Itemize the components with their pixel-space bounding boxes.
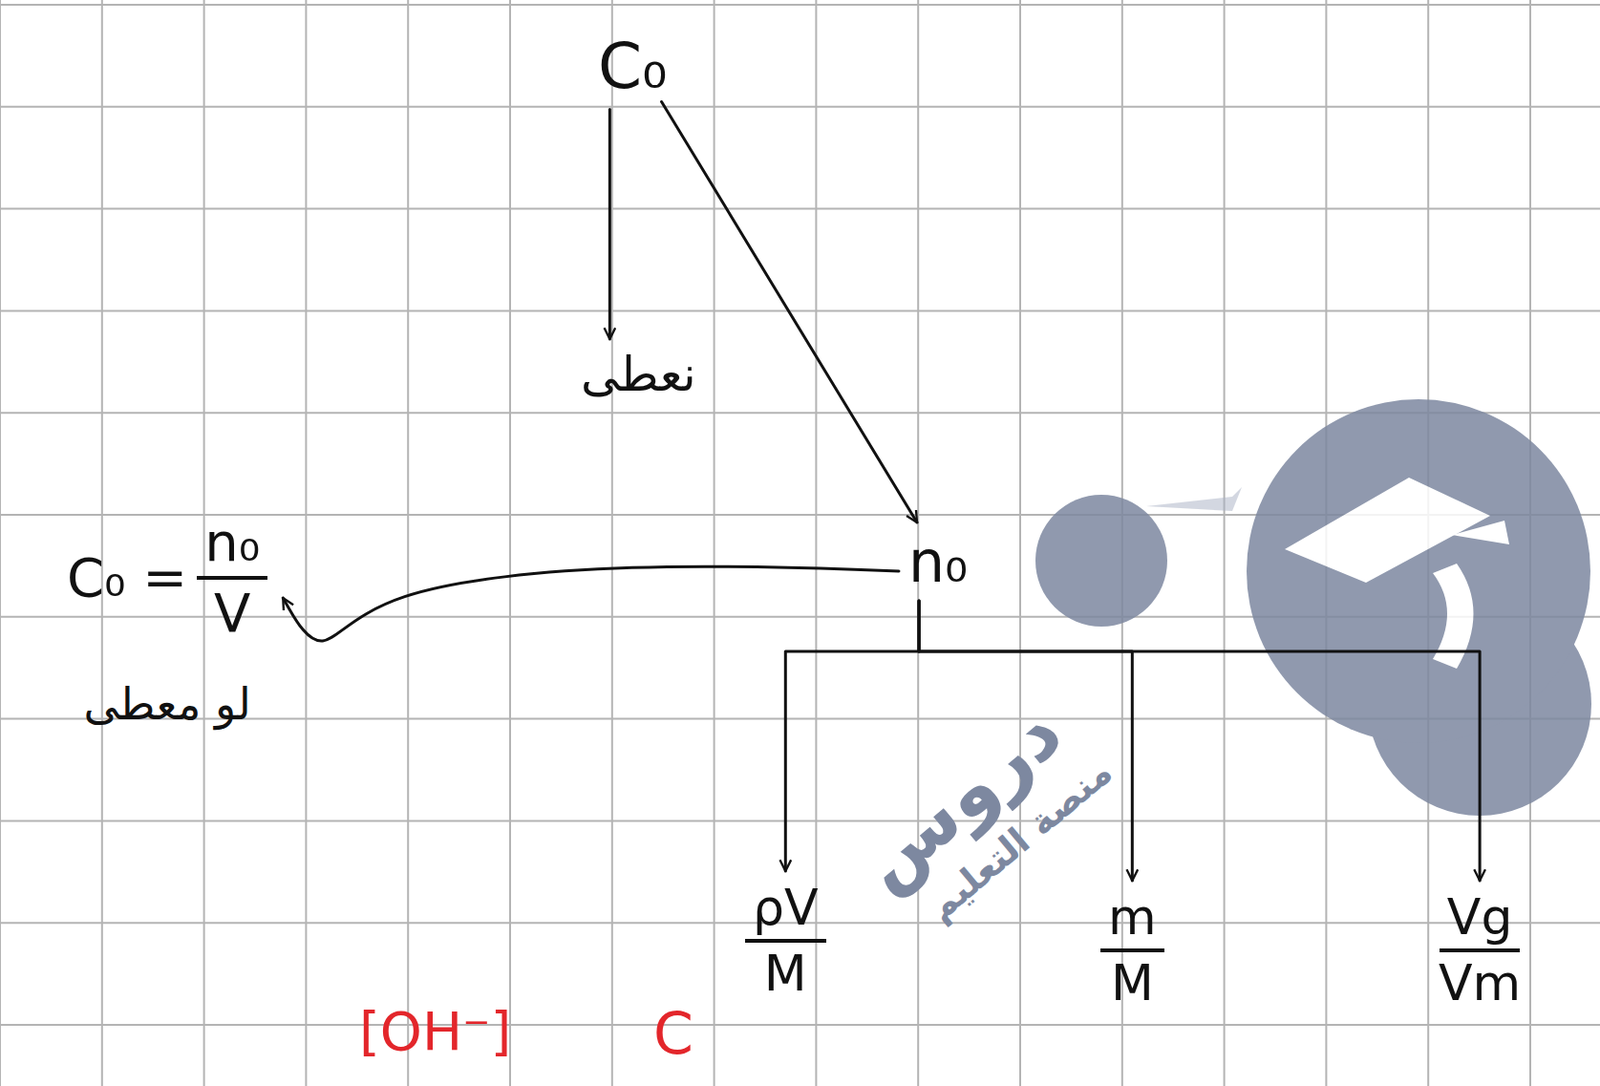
fraction: n₀V bbox=[196, 512, 268, 642]
node-text: نعطى bbox=[580, 348, 697, 402]
node-text: ρV bbox=[745, 880, 827, 943]
grid-line bbox=[0, 309, 1600, 312]
logo-sparkle bbox=[1146, 487, 1242, 512]
connector-arrow bbox=[282, 566, 899, 641]
node-text: Vg bbox=[1439, 890, 1521, 953]
fraction: ρVM bbox=[745, 880, 827, 1002]
node-text: M bbox=[1110, 952, 1154, 1011]
logo-cap bbox=[1451, 520, 1510, 545]
logo-cap bbox=[1284, 477, 1491, 583]
logo-circle bbox=[1035, 494, 1168, 627]
given-note: نعطى bbox=[575, 342, 703, 407]
node-text: C₀ bbox=[597, 32, 668, 103]
node-text: n₀ bbox=[196, 512, 268, 580]
connector-arrow bbox=[608, 109, 612, 340]
connector-arrow bbox=[661, 102, 918, 523]
node-text: V bbox=[213, 579, 251, 643]
concentration-formula: C₀ =n₀V لو معطى bbox=[61, 507, 274, 735]
red-note: [OH⁻] bbox=[359, 1002, 512, 1062]
grid-line bbox=[0, 208, 1600, 211]
grid-line bbox=[0, 106, 1600, 108]
node-text: Vm bbox=[1438, 952, 1521, 1011]
node-text: M bbox=[764, 942, 808, 1002]
grid-line bbox=[0, 3, 1600, 6]
moles-symbol: n₀ bbox=[902, 524, 974, 599]
equation-row: C₀ =n₀V bbox=[66, 512, 268, 642]
moles-formula: mM bbox=[1094, 884, 1171, 1017]
logo-circle bbox=[1246, 399, 1591, 744]
node-text: C₀ = bbox=[66, 548, 188, 608]
red-note: C bbox=[653, 1002, 694, 1066]
node-text: m bbox=[1100, 890, 1165, 953]
node-text: لو معطى bbox=[83, 680, 251, 729]
watermark-logo bbox=[1035, 399, 1592, 816]
fraction: VgVm bbox=[1438, 890, 1521, 1011]
grid-line bbox=[0, 1024, 1600, 1026]
fraction: mM bbox=[1100, 890, 1165, 1011]
concentration-symbol: C₀ bbox=[592, 26, 674, 108]
grid-line bbox=[0, 819, 1600, 822]
node-text: n₀ bbox=[908, 530, 968, 594]
moles-formula: ρVM bbox=[739, 874, 832, 1007]
moles-formula: VgVm bbox=[1432, 884, 1527, 1017]
